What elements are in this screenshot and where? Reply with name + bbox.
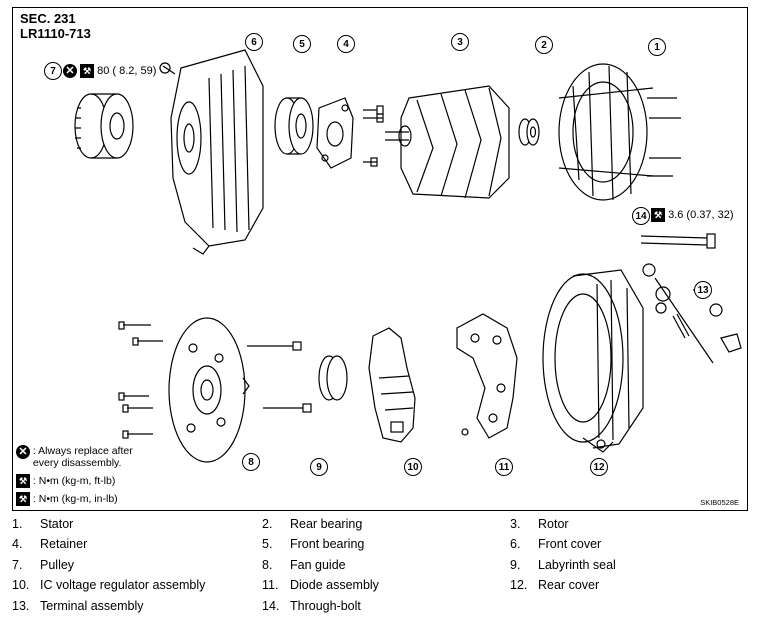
legend-nm-inlb: ⚒ : N•m (kg-m, in-lb) <box>16 492 118 506</box>
list-item: 6.Front cover <box>510 537 602 551</box>
terminal-assembly-drawing <box>642 263 742 364</box>
torque-wrench-icon: ⚒ <box>16 492 30 506</box>
retainer-screws <box>363 105 384 167</box>
list-item: 9.Labyrinth seal <box>510 558 616 572</box>
torque-wrench-icon: ⚒ <box>651 208 665 222</box>
list-item: 2.Rear bearing <box>262 517 363 531</box>
replace-icon: ✕ <box>16 445 30 459</box>
list-item: 13.Terminal assembly <box>12 599 144 613</box>
list-item: 1.Stator <box>12 517 74 531</box>
ic-regulator-drawing <box>368 327 416 443</box>
callout-12: 12 <box>590 458 608 476</box>
callout-1: 1 <box>648 38 666 56</box>
fan-guide-drawing <box>168 317 250 463</box>
rear-cover-drawing <box>542 269 644 453</box>
diode-assembly-drawing <box>456 313 518 439</box>
rear-bearing-drawing <box>518 118 540 146</box>
callout-4: 4 <box>337 35 355 53</box>
callout-14: 14 <box>632 207 650 225</box>
callout-13: 13 <box>694 281 712 299</box>
callout-2: 2 <box>535 36 553 54</box>
diagram-frame: SEC. 231 LR1110-713 <box>12 7 748 511</box>
callout-7: 7 <box>44 62 62 80</box>
front-bearing-drawing <box>274 97 314 155</box>
figure-code: SKIB0528E <box>700 498 739 507</box>
front-cover-drawing <box>159 49 264 255</box>
list-item: 11.Diode assembly <box>262 578 379 592</box>
stator-drawing <box>558 63 681 201</box>
list-item: 12.Rear cover <box>510 578 600 592</box>
pulley-drawing <box>74 93 134 159</box>
list-item: 14.Through-bolt <box>262 599 361 613</box>
callout-3: 3 <box>451 33 469 51</box>
labyrinth-seal-drawing <box>318 355 348 401</box>
torque-wrench-icon: ⚒ <box>80 64 95 78</box>
list-item: 5.Front bearing <box>262 537 365 551</box>
list-item: 4.Retainer <box>12 537 88 551</box>
callout-8: 8 <box>242 453 260 471</box>
list-item: 7.Pulley <box>12 558 75 572</box>
list-item: 10.IC voltage regulator assembly <box>12 578 206 592</box>
callout-6: 6 <box>245 33 263 51</box>
torque-pulley: ✕ ⚒ 80 ( 8.2, 59) <box>63 64 156 78</box>
torque-wrench-icon: ⚒ <box>16 474 30 488</box>
exploded-view <box>74 49 742 463</box>
through-bolt-drawing <box>640 233 716 249</box>
model-code: LR1110-713 <box>20 26 91 41</box>
callout-11: 11 <box>495 458 513 476</box>
fan-guide-screws <box>247 341 312 413</box>
section-label: SEC. 231 <box>20 11 76 26</box>
legend-nm-ftlb: ⚒ : N•m (kg-m, ft-lb) <box>16 474 115 488</box>
callout-5: 5 <box>293 35 311 53</box>
legend-replace: ✕ : Always replace after every disassemb… <box>16 445 133 469</box>
parts-list: 1.Stator 2.Rear bearing 3.Rotor 4.Retain… <box>12 513 748 618</box>
rotor-drawing <box>385 85 510 199</box>
torque-through-bolt: ⚒ 3.6 (0.37, 32) <box>651 208 734 222</box>
callout-9: 9 <box>310 458 328 476</box>
list-item: 8.Fan guide <box>262 558 346 572</box>
fan-guide-bolts <box>118 321 163 439</box>
replace-icon: ✕ <box>63 64 77 78</box>
callout-10: 10 <box>404 458 422 476</box>
list-item: 3.Rotor <box>510 517 569 531</box>
retainer-drawing <box>316 97 354 169</box>
